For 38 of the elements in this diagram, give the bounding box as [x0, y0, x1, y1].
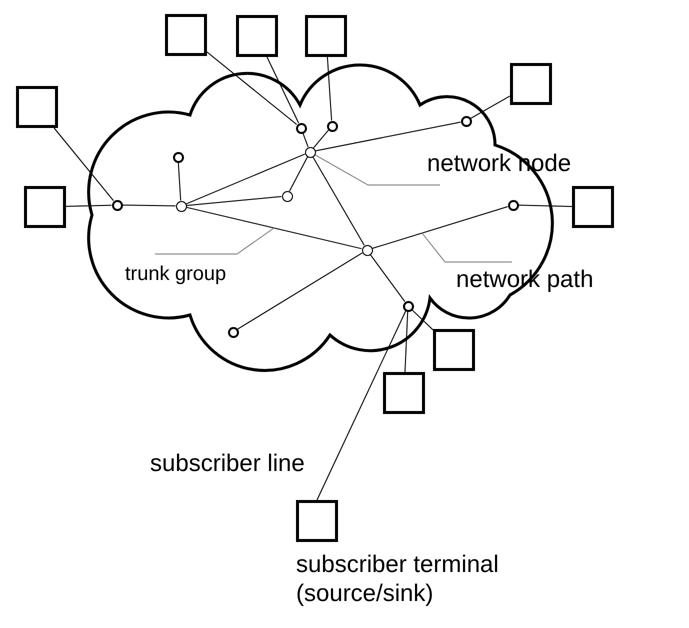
leader-line — [422, 232, 512, 262]
connector-line — [54, 128, 114, 202]
connector-line — [266, 56, 300, 124]
callout-text: subscriber line — [150, 450, 305, 478]
connector-line — [289, 156, 308, 192]
connector-line — [470, 96, 510, 119]
connector-line — [404, 311, 408, 372]
terminal-box — [572, 186, 614, 228]
connector-line — [316, 310, 406, 500]
connector-line — [302, 132, 309, 148]
connector-line — [312, 156, 365, 246]
connector-line — [372, 206, 508, 249]
connector-line — [326, 56, 332, 121]
connector-line — [186, 206, 362, 250]
leader-line — [314, 154, 440, 186]
connector-line — [237, 252, 363, 330]
connector-line — [313, 130, 329, 148]
terminal-box — [433, 329, 475, 371]
terminal-box — [383, 372, 425, 414]
terminal-box — [24, 186, 66, 228]
connector-line — [314, 122, 462, 152]
terminal-caption: subscriber terminal (source/sink) — [296, 550, 500, 608]
leader-line — [154, 228, 274, 254]
terminal-box — [236, 15, 278, 57]
connector-line — [206, 52, 298, 125]
connector-line — [186, 154, 306, 204]
terminal-box — [16, 86, 58, 128]
connector-line — [66, 204, 112, 207]
terminal-box — [305, 15, 347, 57]
terminal-box — [296, 500, 338, 542]
terminal-box — [165, 14, 207, 56]
connector-line — [518, 204, 572, 207]
callout-text: trunk group — [125, 254, 226, 286]
connector-line — [178, 162, 182, 201]
connector-line — [370, 254, 406, 302]
terminal-box — [510, 63, 552, 105]
connector-line — [122, 204, 176, 206]
connector-line — [186, 196, 282, 206]
